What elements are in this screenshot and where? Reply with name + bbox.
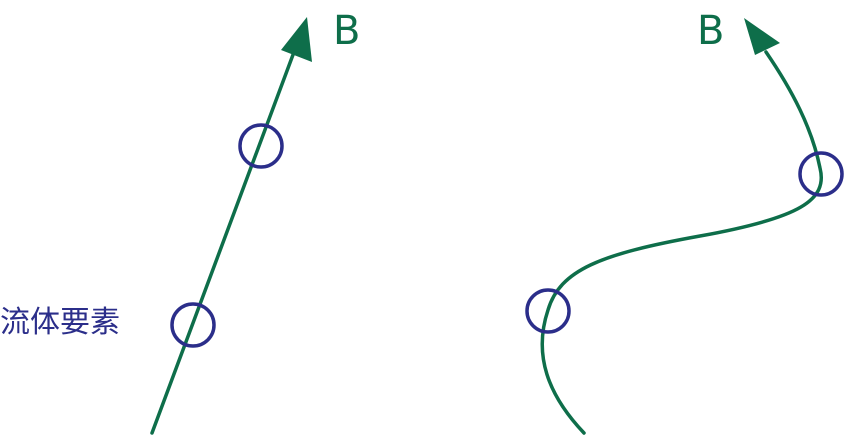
fluid-element-bent-lower bbox=[525, 288, 571, 334]
straight-field-arrowhead bbox=[281, 17, 312, 62]
fluid-element-lower bbox=[170, 302, 216, 348]
field-label-left: B bbox=[333, 8, 360, 54]
fluid-element-label: 流体要素 bbox=[0, 305, 120, 340]
field-label-right: B bbox=[697, 8, 724, 54]
bent-field-line bbox=[540, 50, 823, 435]
straight-field-line bbox=[150, 42, 299, 435]
bent-field-arrowhead bbox=[744, 18, 780, 55]
left-panel: B 流体要素 bbox=[0, 8, 360, 435]
fluid-element-upper bbox=[238, 123, 284, 169]
fluid-element-bent-upper bbox=[798, 151, 844, 197]
right-panel: B bbox=[525, 8, 844, 435]
